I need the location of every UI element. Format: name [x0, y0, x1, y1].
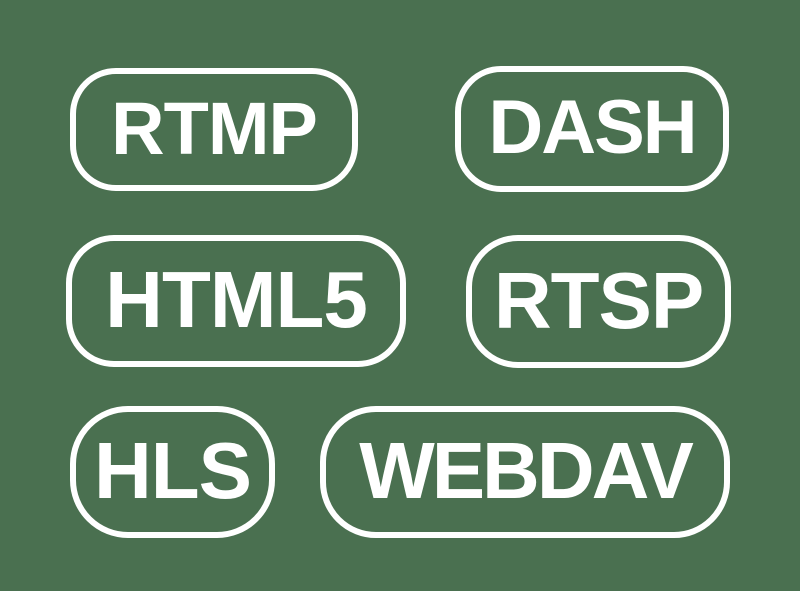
- protocol-badge-hls[interactable]: HLS: [70, 406, 275, 538]
- protocol-badge-hls-label: HLS: [94, 426, 253, 515]
- protocol-badge-webdav[interactable]: WEBDAV: [320, 406, 730, 538]
- protocol-badge-html5-label: HTML5: [105, 255, 368, 344]
- protocol-badge-rtsp-label: RTSP: [493, 255, 705, 345]
- protocol-badge-rtsp[interactable]: RTSP: [466, 235, 731, 368]
- protocol-badge-html5[interactable]: HTML5: [66, 235, 406, 367]
- protocol-badge-dash-label: DASH: [488, 85, 698, 170]
- protocol-badge-rtmp-label: RTMP: [111, 86, 318, 170]
- protocol-badge-rtmp[interactable]: RTMP: [70, 68, 358, 191]
- protocol-badge-webdav-label: WEBDAV: [359, 426, 694, 515]
- protocol-badge-dash[interactable]: DASH: [455, 66, 729, 192]
